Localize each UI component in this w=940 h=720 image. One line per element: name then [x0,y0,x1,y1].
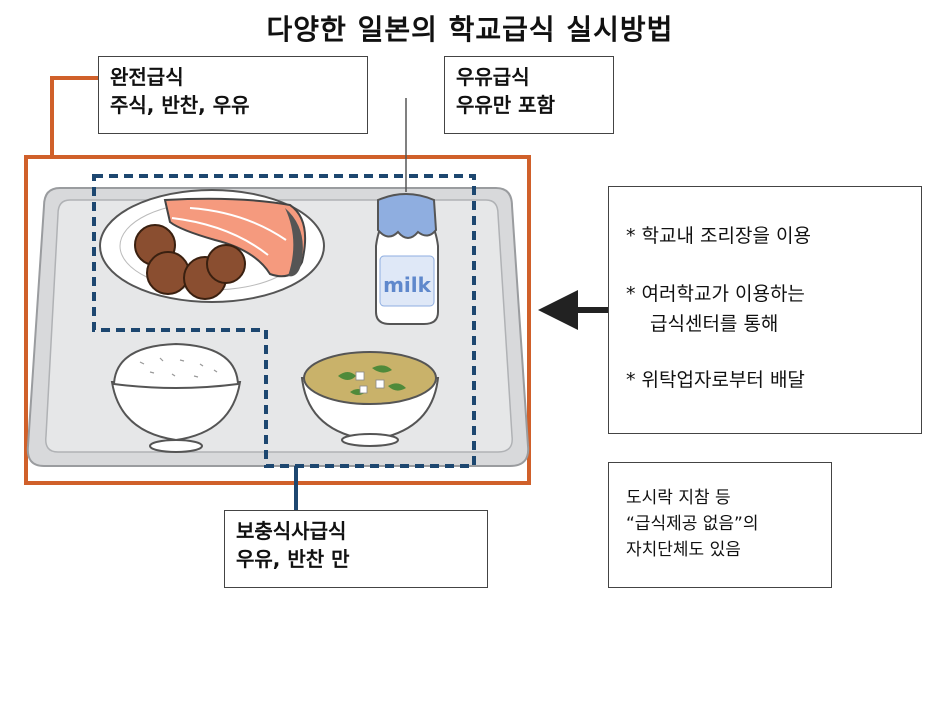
milk-label: milk [383,273,432,297]
method-onsite-kitchen: * 학교내 조리장을 이용 [626,225,811,247]
delivery-methods-box [608,186,922,434]
no-meal-note-line3: 자치단체도 있음 [626,540,741,560]
milk-meal-box [444,56,614,134]
supplementary-meal-outline [92,174,476,468]
meatball [206,244,246,284]
no-meal-note-box [608,462,832,588]
no-meal-note-line2: “급식제공 없음”의 [626,514,759,534]
supplementary-meal-box [224,510,488,588]
full-meal-outline [24,155,531,485]
supplementary-meal-contents: 우유, 반찬 만 [236,547,350,571]
full-meal-title: 완전급식 [110,65,184,89]
page-title: 다양한 일본의 학교급식 실시방법 [266,13,674,46]
milk-meal-title: 우유급식 [456,65,530,89]
milk-meal-contents: 우유만 포함 [456,93,555,117]
full-meal-contents: 주식, 반찬, 우유 [110,93,250,117]
meatball [146,251,190,295]
method-lunch-center: * 여러학교가 이용하는 [626,283,805,305]
no-meal-note-line1: 도시락 지참 등 [626,488,731,508]
full-meal-connector [50,76,100,155]
full-meal-box [98,56,368,134]
method-contractor-delivery: * 위탁업자로부터 배달 [626,369,805,391]
method-lunch-center-cont: 급식센터를 통해 [650,313,779,335]
arrow-left-icon [538,290,578,330]
supplementary-meal-title: 보충식사급식 [236,519,347,543]
rice [112,342,240,389]
soup [303,351,437,405]
milk-bottle-cap [377,193,438,239]
